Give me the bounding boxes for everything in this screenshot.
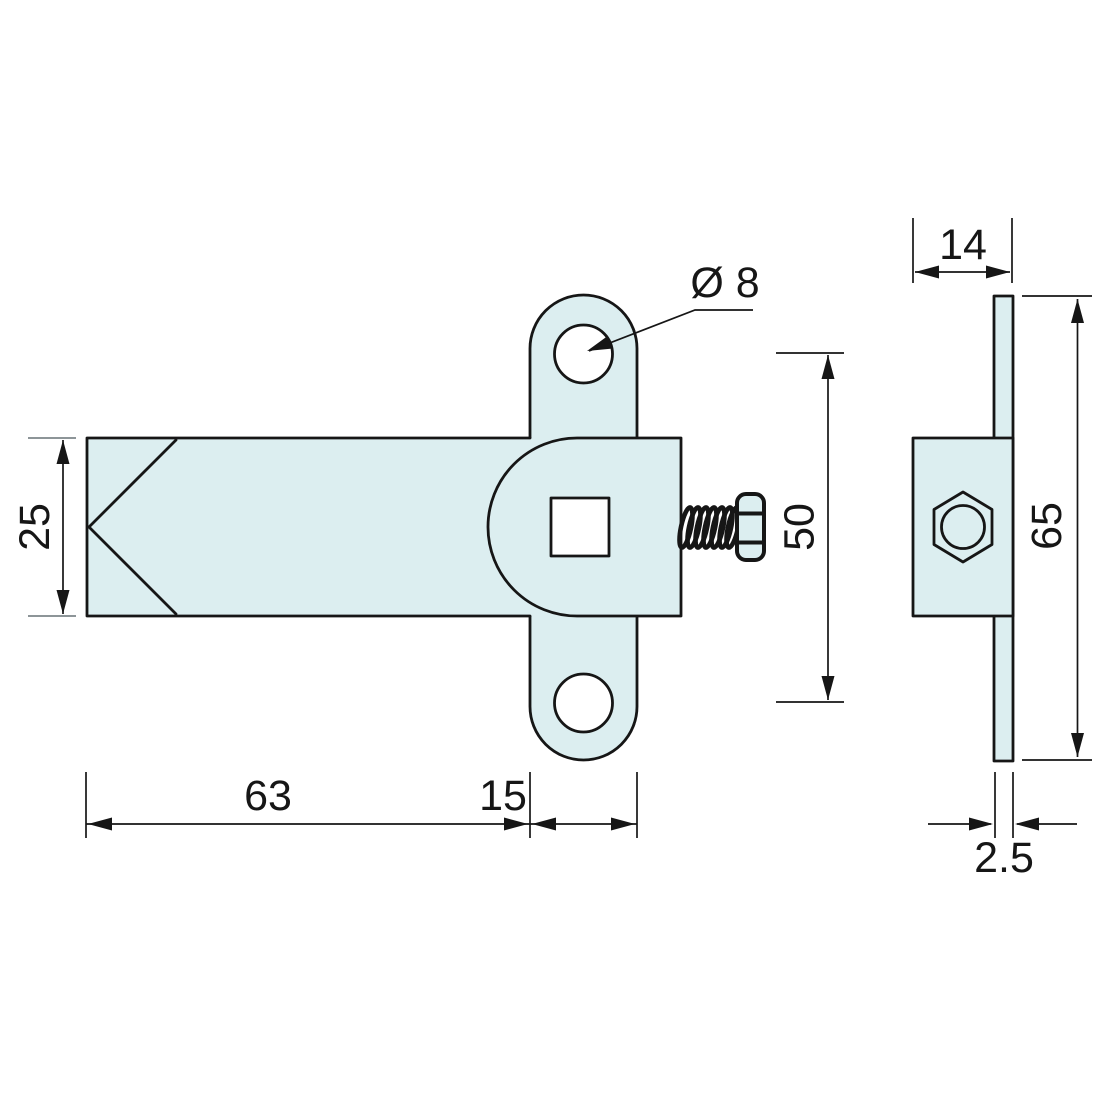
bolt-head [735,492,766,562]
dim-bracket-depth: 14 [912,218,1013,283]
arm-chevron [87,438,178,616]
arrowhead [504,817,528,831]
arm-body-outline [85,436,532,618]
arrowhead [587,336,612,351]
arrowhead [969,817,993,831]
dim-hole-diameter: Ø 8 [587,259,760,352]
arrowhead [915,265,939,279]
dim-label: 63 [244,772,292,820]
arrowhead [56,590,70,614]
dim-label: 50 [776,503,824,551]
arrowhead [56,440,70,464]
arrowhead [1015,817,1039,831]
front-view [85,293,766,762]
arrowhead [821,355,835,379]
dim-label: 25 [11,503,59,551]
square-spindle-hole [549,496,611,558]
arrowhead [88,817,112,831]
spring-coil [717,505,735,550]
dim-label: 14 [939,221,987,269]
dim-label: 2.5 [974,834,1034,882]
arrowhead [821,676,835,700]
dim-hole-spacing: 50 [776,352,844,703]
arrowhead [986,265,1010,279]
leader-line [588,309,753,352]
nut-bore [940,504,986,550]
dimensions: 25 Ø 8 50 63 15 [11,218,1092,882]
dim-arm-height: 25 [11,437,76,617]
dim-plate-height: 65 [1022,295,1092,761]
dim-label: Ø 8 [690,259,759,307]
arrowhead [1071,299,1084,323]
arrowhead [611,817,635,831]
bolt-with-spring [677,492,766,562]
arrowhead [1071,733,1084,757]
dim-label: 65 [1023,502,1071,550]
dim-label: 15 [479,772,527,820]
arrowhead [532,817,556,831]
strap-hole-top [553,323,614,385]
dim-arm-length-and-strap-width: 63 15 [85,772,638,838]
hex-nut [932,490,994,564]
strap-hole-bottom [553,672,614,734]
dim-plate-thickness: 2.5 [928,772,1077,882]
side-view [911,294,1015,763]
side-bracket [911,436,1015,618]
